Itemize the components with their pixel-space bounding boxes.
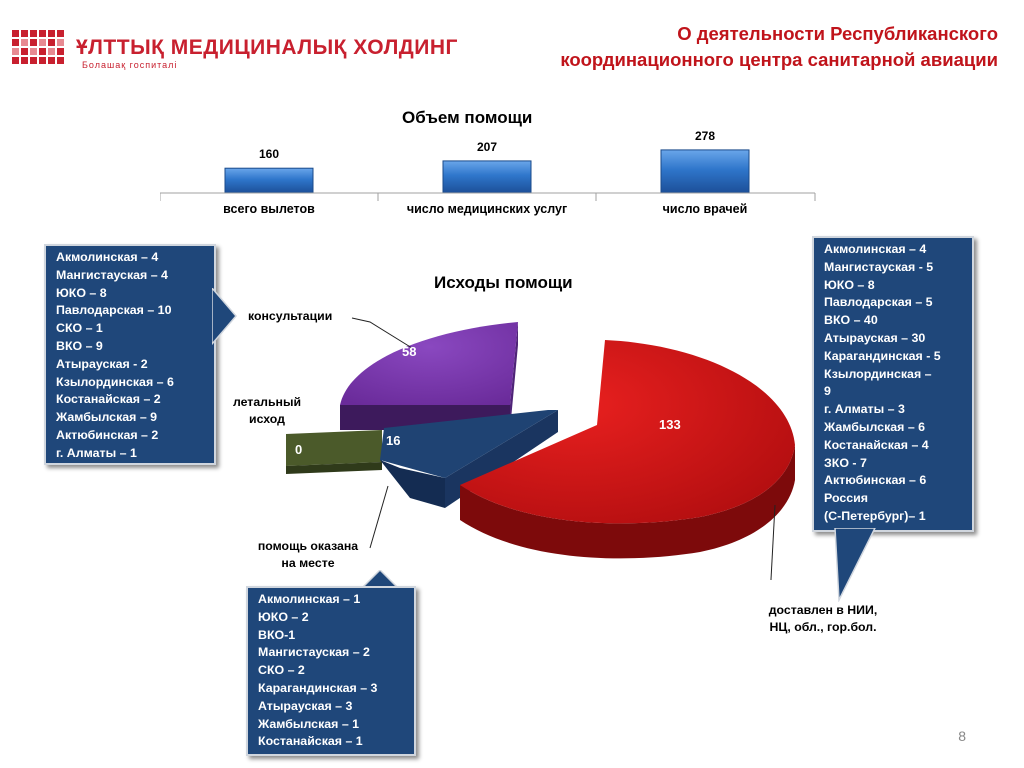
callout-line: ЮКО – 8 [824, 277, 875, 292]
bar-category-label: число врачей [662, 202, 748, 216]
callout-line: Актюбинская – 6 [824, 473, 927, 488]
callout-line: Акмолинская – 1 [258, 592, 361, 606]
pie-slice-delivered [460, 340, 795, 559]
slide-title-line2: координационного центра санитарной авиац… [560, 49, 998, 70]
callout-line: Акмолинская – 4 [824, 242, 927, 256]
bar-0 [224, 167, 314, 194]
callout-line: Жамбылская – 9 [56, 410, 158, 425]
callout-line: Карагандинская – 3 [258, 680, 378, 695]
callout-line: Мангистауская – 2 [258, 645, 370, 660]
pie-label-lethal-line2: исход [249, 412, 285, 426]
leader-line-onsite [369, 485, 389, 549]
callout-pointer-left [212, 288, 237, 346]
pie-value-delivered: 133 [659, 417, 681, 432]
pie-label-lethal: летальный исход [222, 394, 312, 428]
callout-line: Россия [824, 491, 868, 506]
callout-line: Карагандинская - 5 [824, 348, 941, 363]
bar-2 [660, 149, 750, 194]
callout-line: СКО – 2 [258, 663, 305, 678]
callout-line: ЗКО - 7 [824, 455, 867, 470]
pie-chart-title: Исходы помощи [434, 273, 573, 292]
leader-line-consult [351, 317, 413, 349]
callout-line: ВКО – 40 [824, 313, 878, 328]
callout-line: Павлодарская – 10 [56, 303, 172, 318]
pie-value-onsite: 16 [386, 433, 401, 448]
callout-line: Павлодарская – 5 [824, 295, 933, 310]
logo-text: ҰЛТТЫҚ МЕДИЦИНАЛЫҚ ХОЛДИНГ [76, 36, 458, 59]
pie-slice-consultations [340, 322, 518, 430]
pie-label-delivered-line1: доставлен в НИИ, [768, 603, 878, 617]
bar-category-label: всего вылетов [223, 202, 315, 216]
callout-line: ВКО-1 [258, 627, 296, 642]
callout-line: ВКО – 9 [56, 338, 103, 353]
callout-line: Кзылординская – 6 [56, 374, 174, 389]
callout-box-consultations: Акмолинская – 4 Мангистауская – 4 ЮКО – 8 П… [44, 244, 216, 465]
callout-line: Актюбинская – 2 [56, 427, 159, 442]
slide-title-line1: О деятельности Республиканского [677, 23, 998, 44]
callout-line: Атырауская – 30 [824, 330, 926, 345]
pie-label-delivered-line2: НЦ, обл., гор.бол. [769, 620, 877, 634]
bar-chart [160, 149, 816, 201]
pie-label-onsite: помощь оказана на месте [240, 538, 376, 572]
callout-line: ЮКО – 8 [56, 285, 107, 300]
page-number: 8 [958, 728, 966, 744]
logo-subtext: Болашақ госпиталі [82, 60, 178, 70]
pie-value-lethal: 0 [295, 442, 303, 457]
callout-line: СКО – 1 [56, 321, 103, 336]
pie-label-onsite-line1: помощь оказана [257, 539, 359, 553]
callout-line: ЮКО – 2 [258, 609, 309, 624]
pie-value-consultations: 58 [402, 344, 417, 359]
callout-line: Атырауская - 2 [56, 356, 148, 371]
bar-1 [442, 160, 532, 194]
bar-value-label: 207 [476, 139, 498, 154]
bar-category-label: число медицинских услуг [406, 202, 568, 216]
bar-chart-title: Объем помощи [402, 108, 533, 127]
logo [8, 18, 388, 74]
callout-line: Атырауская – 3 [258, 698, 353, 713]
callout-line: Костанайская – 2 [56, 392, 161, 407]
bar-value-label: 278 [694, 128, 716, 143]
callout-pointer-right [834, 528, 876, 602]
logo-mark-icon [12, 30, 64, 64]
callout-line: Жамбылская – 6 [824, 419, 926, 434]
callout-line: Жамбылская – 1 [258, 716, 360, 731]
pie-label-delivered: доставлен в НИИ, НЦ, обл., гор.бол. [748, 602, 898, 636]
pie-label-onsite-line2: на месте [281, 556, 335, 570]
bar-value-label: 160 [258, 147, 280, 162]
callout-line: Мангистауская - 5 [824, 259, 934, 274]
callout-line: г. Алматы – 3 [824, 402, 905, 417]
callout-line: Костанайская – 4 [824, 437, 929, 452]
callout-line: Акмолинская – 4 [56, 250, 159, 264]
pie-label-consult: консультации [248, 309, 333, 323]
pie-chart [286, 317, 795, 580]
slide-title: О деятельности Республиканского координа… [438, 21, 998, 73]
callout-line: г. Алматы – 1 [56, 445, 137, 460]
callout-line: Костанайская – 1 [258, 734, 363, 749]
pie-slice-lethal [286, 430, 382, 474]
leader-line-delivered [770, 504, 776, 580]
callout-line: Кзылординская – [824, 366, 932, 381]
callout-box-delivered: Акмолинская – 4 Мангистауская - 5 ЮКО – 8 П… [812, 236, 974, 532]
callout-line: Мангистауская – 4 [56, 267, 168, 282]
pie-label-lethal-line1: летальный [232, 395, 302, 409]
callout-line: 9 [824, 384, 831, 399]
callout-line: (С-Петербург)– 1 [824, 508, 926, 523]
